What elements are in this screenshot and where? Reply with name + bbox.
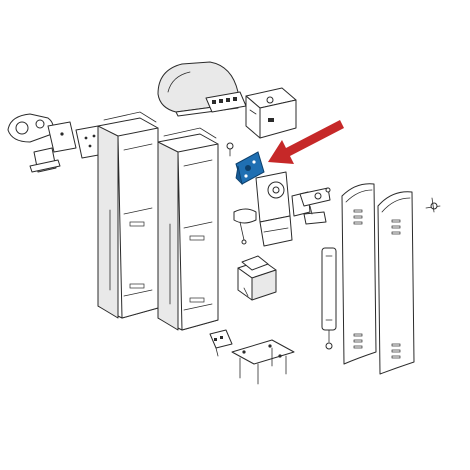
door-panel-right-icon	[377, 191, 415, 375]
screw-icon	[226, 142, 234, 157]
small-terminal-icon	[209, 329, 233, 357]
bracket-plate-icon	[235, 151, 265, 186]
transformer-icon	[237, 255, 277, 301]
motor-gear-icon	[233, 171, 311, 247]
control-box-icon	[245, 87, 297, 139]
spring-rod-icon	[321, 247, 337, 350]
lever-icon	[299, 187, 331, 225]
cabinet-right-icon	[157, 127, 219, 331]
bracket-icon	[425, 197, 441, 213]
arrow-icon	[268, 120, 344, 164]
mounting-arm-icon	[7, 113, 105, 173]
anchor-plate-icon	[231, 339, 295, 385]
cabinet-left-icon	[97, 111, 159, 319]
door-panel-left-icon	[341, 183, 377, 365]
